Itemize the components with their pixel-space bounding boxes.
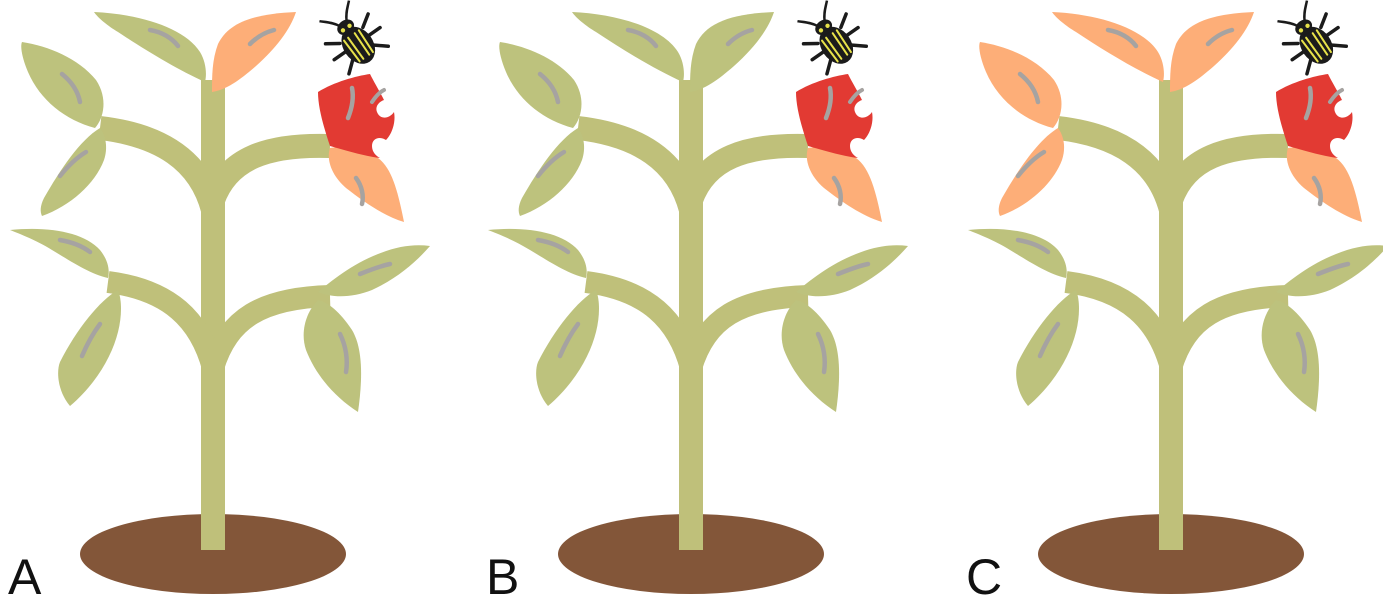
panel-c: C (966, 0, 1383, 600)
leaf-lower-left-bottom (536, 290, 599, 406)
beetle-icon (789, 0, 870, 78)
leaf-upper-left-bottom (999, 128, 1064, 216)
leaf-top-left (572, 12, 684, 82)
beetle-icon (1269, 0, 1350, 78)
leaf-lower-right-top (796, 245, 908, 296)
plant-stem (578, 80, 808, 550)
leaf-top-right (690, 12, 774, 92)
leaf-lower-left-bottom (58, 290, 121, 406)
plant-stem (100, 80, 330, 550)
leaf-lower-left-bottom (1016, 290, 1079, 406)
leaf-top-left (94, 12, 206, 82)
leaf-lower-left-top (10, 229, 109, 278)
leaf-lower-right-top (318, 245, 430, 296)
panel-label: C (966, 549, 1002, 600)
leaf-top-right (212, 12, 296, 92)
leaf-lower-left-top (968, 229, 1067, 278)
leaf-upper-left-top (21, 42, 103, 128)
leaf-lower-right-bottom (1262, 300, 1319, 412)
leaf-upper-left-bottom (41, 128, 106, 216)
leaf-upper-left-bottom (519, 128, 584, 216)
panel-label: B (486, 549, 519, 600)
panel-label: A (8, 549, 42, 600)
leaf-top-right (1170, 12, 1254, 92)
panel-b: B (486, 0, 908, 600)
leaf-upper-right-bottom (329, 147, 404, 222)
leaf-lower-right-top (1276, 245, 1383, 296)
leaf-upper-right-bottom (1287, 147, 1362, 222)
beetle-icon (311, 0, 392, 78)
leaf-top-left (1052, 12, 1164, 82)
leaf-lower-right-bottom (304, 300, 361, 412)
leaf-upper-left-top (979, 42, 1061, 128)
plant-stem (1058, 80, 1288, 550)
leaf-lower-right-bottom (782, 300, 839, 412)
panel-a: A (8, 0, 430, 600)
leaf-lower-left-top (488, 229, 587, 278)
leaf-upper-left-top (499, 42, 581, 128)
leaf-upper-right-bottom (807, 147, 882, 222)
